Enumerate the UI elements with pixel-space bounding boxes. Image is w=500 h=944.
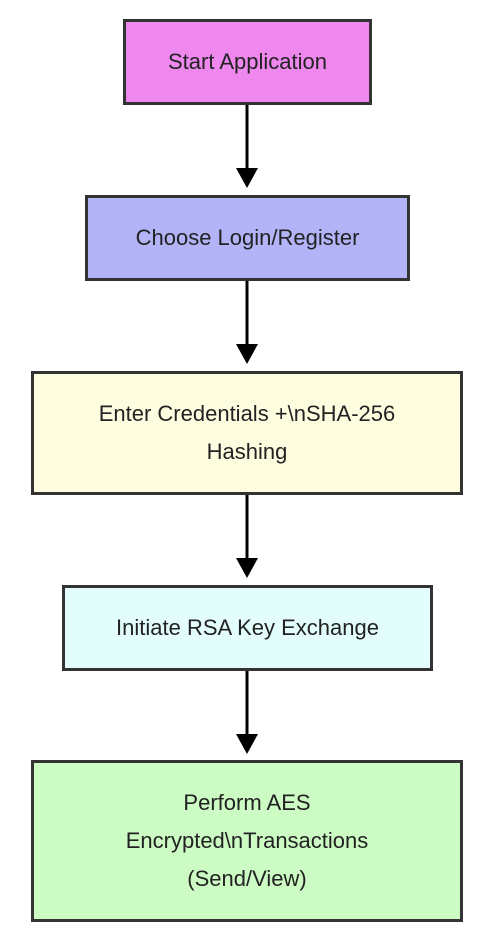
edge-start-to-choose [236,104,258,188]
edge-rsa-to-aes [236,670,258,754]
node-label: Choose Login/Register [135,225,360,250]
node-initiate-rsa-key-exchange: Initiate RSA Key Exchange [62,585,433,671]
node-start-application: Start Application [123,19,372,105]
node-label: Enter Credentials +\nSHA-256 Hashing [98,401,396,464]
arrowhead-icon [236,344,258,364]
node-label: Start Application [168,49,327,74]
arrowhead-icon [236,558,258,578]
arrowhead-icon [236,734,258,754]
node-label: Perform AES Encrypted\nTransactions (Sen… [125,790,369,891]
arrowhead-icon [236,168,258,188]
node-choose-login-register: Choose Login/Register [85,195,410,281]
node-label: Initiate RSA Key Exchange [116,615,379,640]
node-enter-credentials: Enter Credentials +\nSHA-256 Hashing [31,371,463,495]
edge-choose-to-credentials [236,280,258,364]
node-perform-aes-transactions: Perform AES Encrypted\nTransactions (Sen… [31,760,463,922]
edge-credentials-to-rsa [236,494,258,578]
